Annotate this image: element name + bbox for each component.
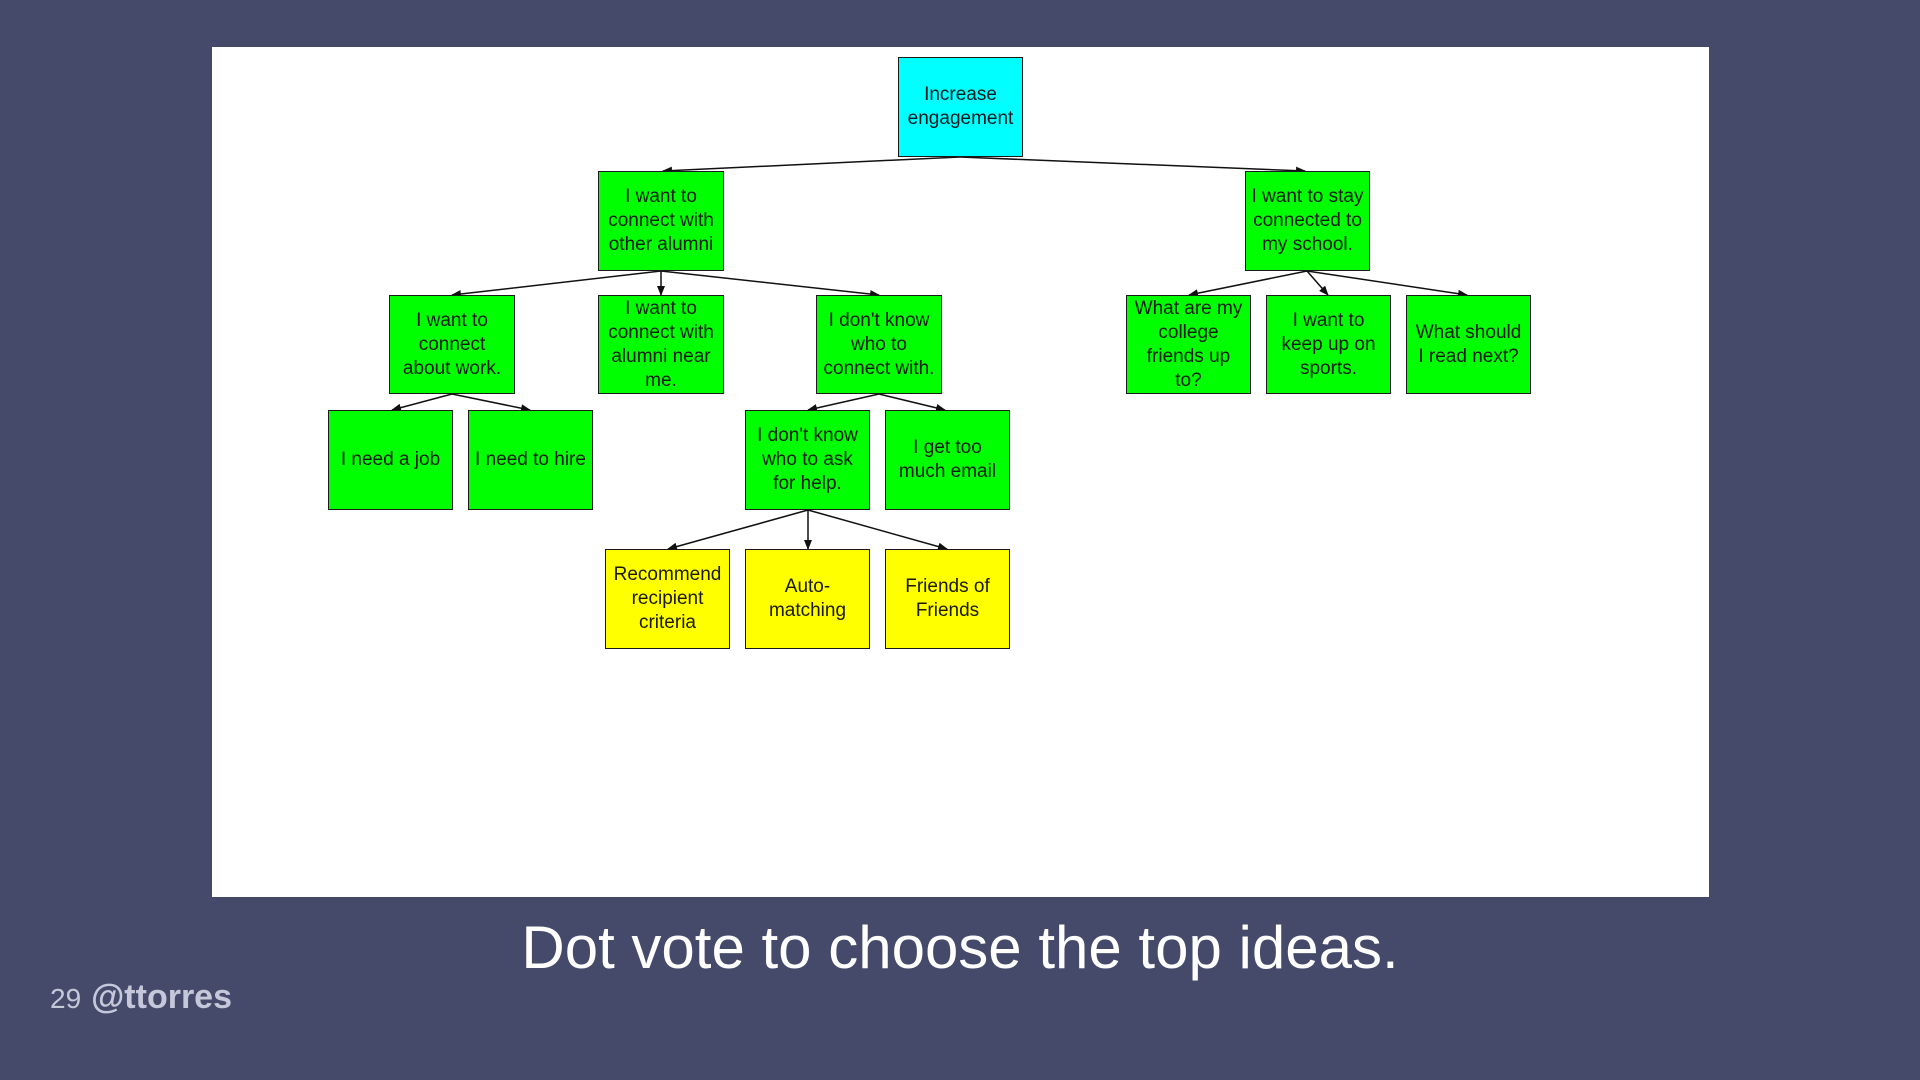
node-label: I want to connect with alumni near me. — [608, 297, 714, 391]
opportunity-node-n_near_me[interactable]: I want to connect with alumni near me. — [598, 295, 724, 394]
node-label: I want to connect about work. — [402, 309, 502, 379]
node-label: I want to stay connected to my school. — [1251, 186, 1364, 255]
node-label: Auto-matching — [768, 576, 847, 621]
opportunity-node-n_ask_help[interactable]: I don't know who to ask for help. — [745, 410, 870, 510]
node-label: I don't know who to connect with. — [823, 309, 935, 379]
page-number: 29 — [50, 983, 82, 1014]
node-label: I want to keep up on sports. — [1281, 309, 1376, 379]
node-label: I don't know who to ask for help. — [757, 425, 858, 494]
node-label: I want to connect with other alumni — [608, 186, 714, 255]
opportunity-node-n_who_connect[interactable]: I don't know who to connect with. — [816, 295, 942, 394]
opportunity-node-n_work[interactable]: I want to connect about work. — [389, 295, 515, 394]
slide-footer: 29 @ttorres — [50, 978, 232, 1017]
opportunity-node-n_sports[interactable]: I want to keep up on sports. — [1266, 295, 1391, 394]
node-label: I need to hire — [475, 449, 586, 470]
node-label: Friends of Friends — [905, 576, 990, 621]
solution-node-s_recommend[interactable]: Recommend recipient criteria — [605, 549, 730, 649]
opportunity-node-n_college_friends[interactable]: What are my college friends up to? — [1126, 295, 1251, 394]
node-label: I get too much email — [898, 437, 997, 482]
slide-caption: Dot vote to choose the top ideas. — [521, 914, 1399, 981]
opportunity-node-n_read_next[interactable]: What should I read next? — [1406, 295, 1531, 394]
node-label: I need a job — [340, 449, 441, 470]
author-handle: @ttorres — [91, 978, 233, 1016]
opportunity-node-n_other_alumni[interactable]: I want to connect with other alumni — [598, 171, 724, 271]
node-label: Increase engagement — [907, 84, 1014, 129]
opportunity-node-n_email[interactable]: I get too much email — [885, 410, 1010, 510]
outcome-node-root[interactable]: Increase engagement — [898, 57, 1023, 157]
opportunity-node-n_hire[interactable]: I need to hire — [468, 410, 593, 510]
solution-node-s_fof[interactable]: Friends of Friends — [885, 549, 1010, 649]
node-label: What are my college friends up to? — [1134, 297, 1243, 391]
node-label: What should I read next? — [1415, 321, 1522, 367]
solution-node-s_automatch[interactable]: Auto-matching — [745, 549, 870, 649]
node-label: Recommend recipient criteria — [613, 564, 722, 633]
opportunity-node-n_school[interactable]: I want to stay connected to my school. — [1245, 171, 1370, 271]
opportunity-node-n_job[interactable]: I need a job — [328, 410, 453, 510]
